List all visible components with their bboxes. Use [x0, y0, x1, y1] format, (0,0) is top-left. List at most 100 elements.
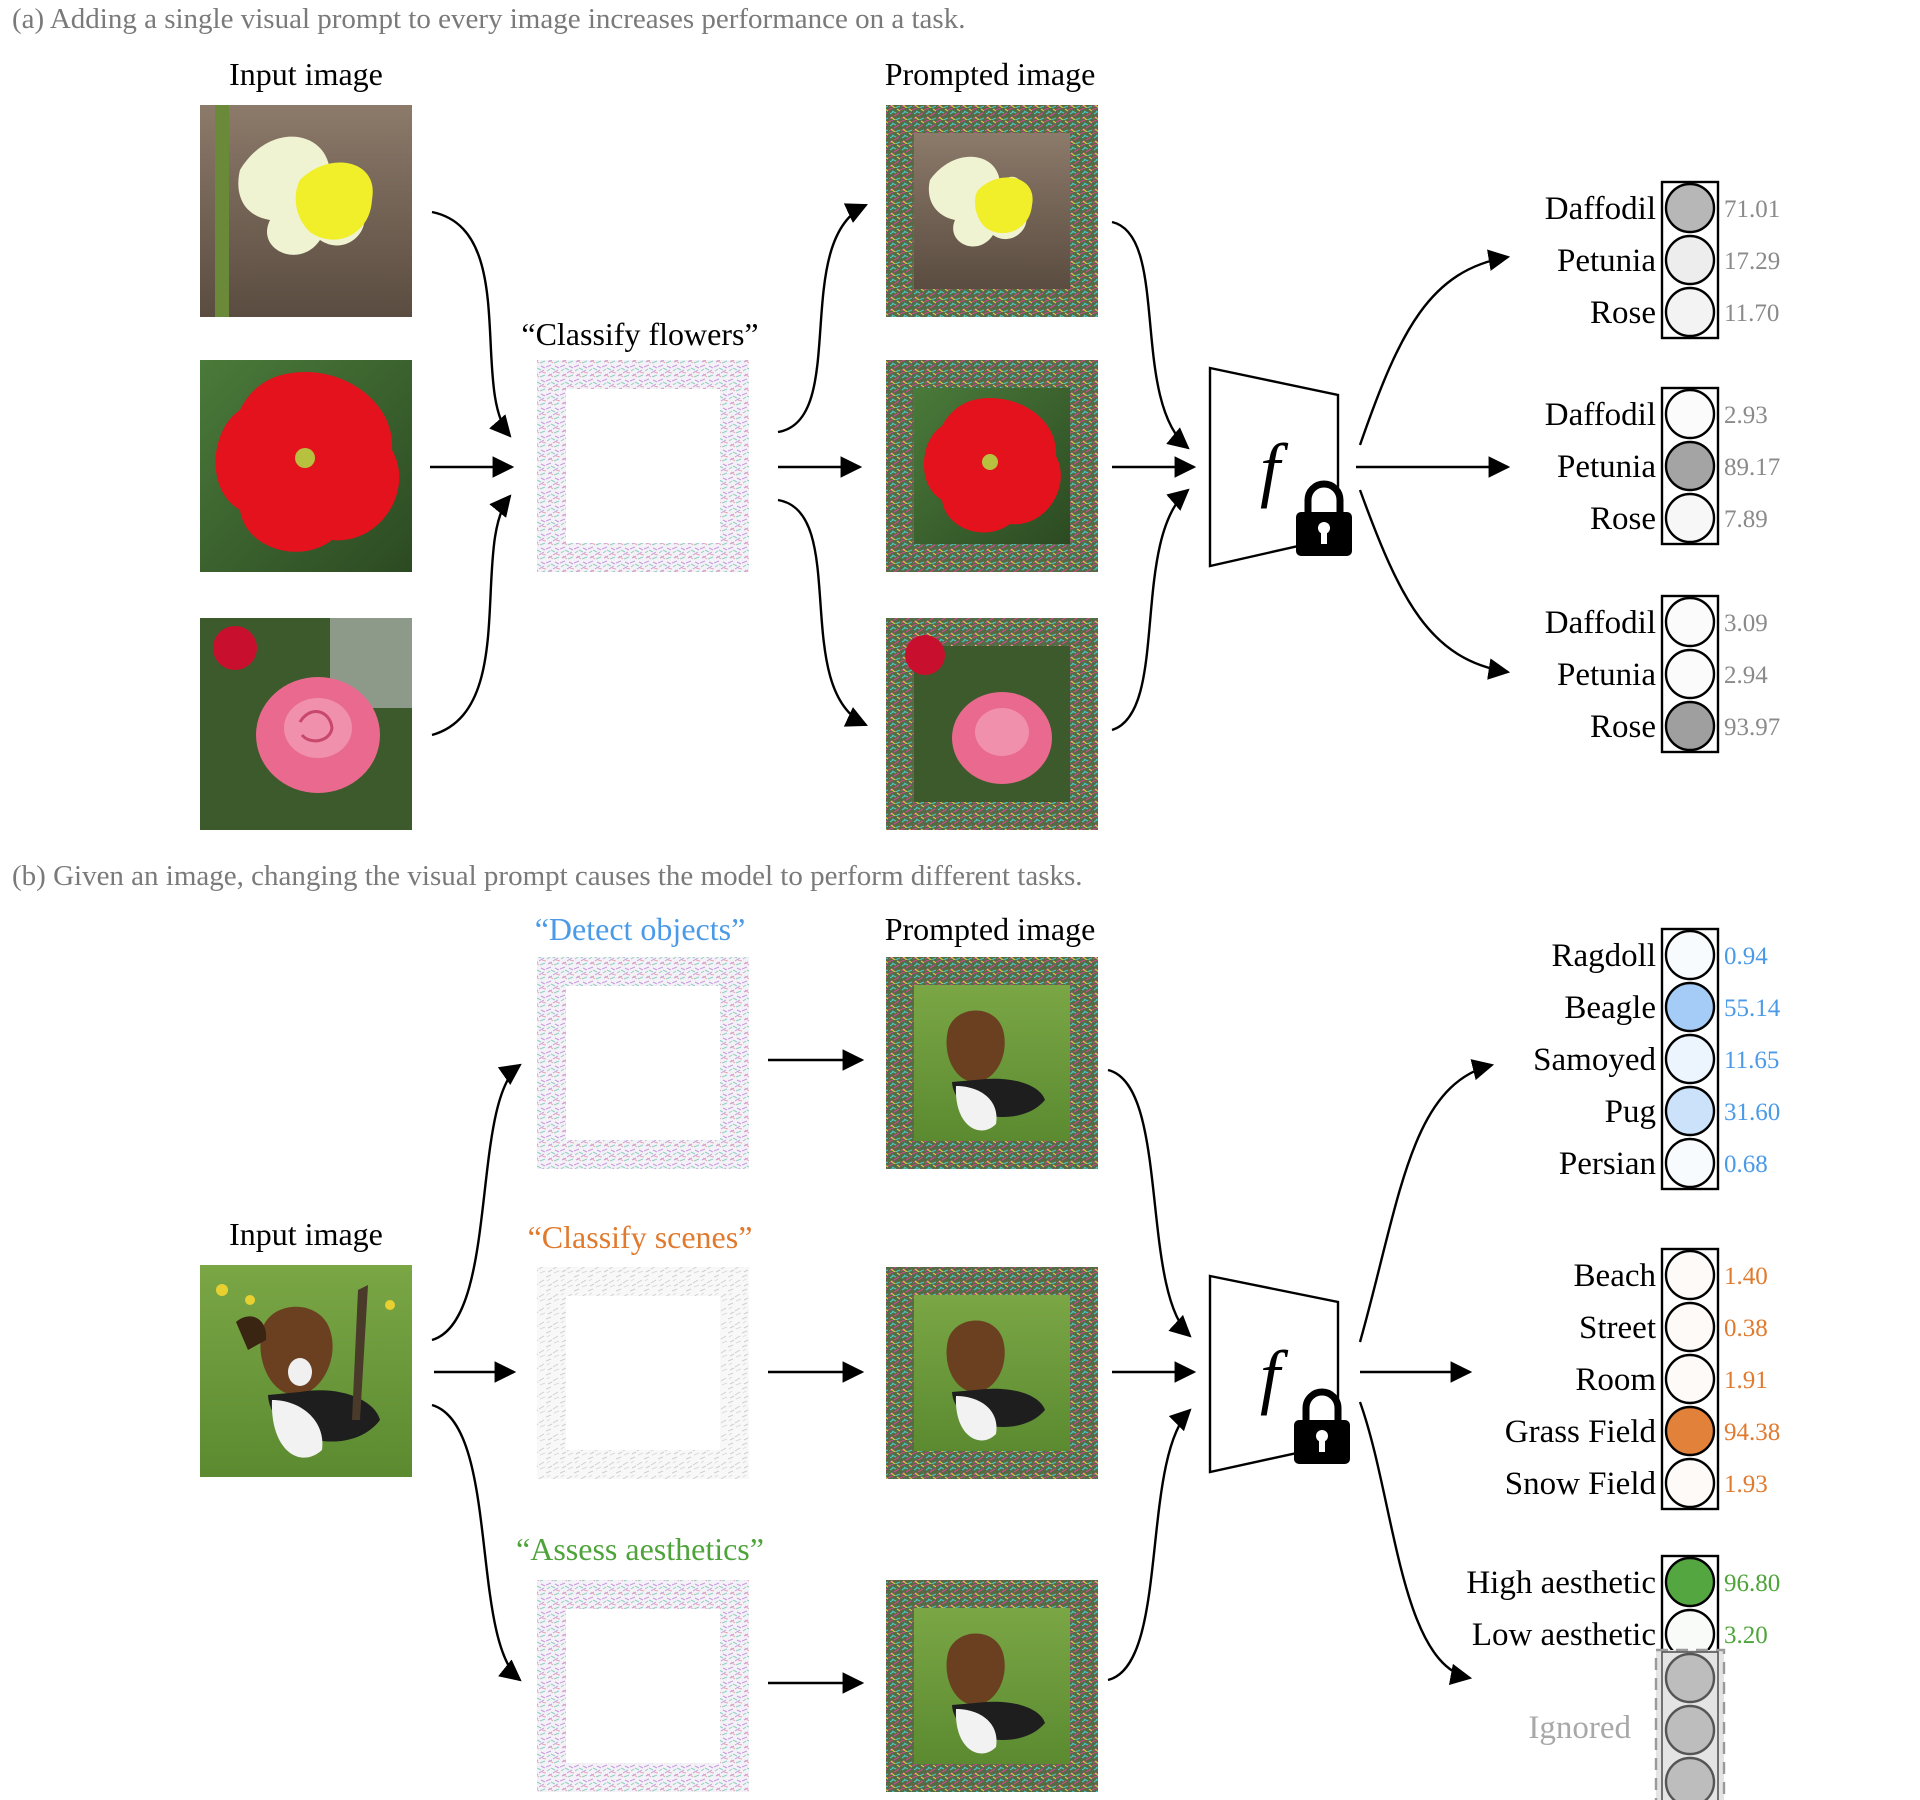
class-label: Rose	[1590, 501, 1656, 537]
class-label: Ragdoll	[1552, 938, 1657, 974]
ignored-label: Ignored	[1528, 1710, 1631, 1746]
class-label: Daffodil	[1545, 191, 1656, 227]
prompted-image-label-b: Prompted image	[885, 911, 1096, 947]
class-label: Daffodil	[1545, 397, 1656, 433]
score-value: 0.38	[1724, 1315, 1768, 1342]
class-label: Daffodil	[1545, 605, 1656, 641]
score-circle	[1664, 1085, 1716, 1137]
class-label: Rose	[1590, 709, 1656, 745]
score-circle	[1664, 388, 1716, 440]
visual-prompt-classify-scenes	[537, 1267, 749, 1479]
prompted-image-detect-objects	[886, 957, 1098, 1169]
score-circle	[1664, 700, 1716, 752]
task-label-detect-objects: “Detect objects”	[535, 911, 746, 947]
score-circle	[1664, 1137, 1716, 1189]
score-value: 31.60	[1724, 1099, 1780, 1126]
score-value: 1.93	[1724, 1471, 1768, 1498]
score-value: 1.91	[1724, 1367, 1768, 1394]
score-circle	[1664, 1405, 1716, 1457]
arrows-b	[431, 1049, 1495, 1694]
score-circle	[1664, 981, 1716, 1033]
visual-prompt-assess-aesthetics	[537, 1580, 749, 1792]
score-value: 93.97	[1724, 714, 1780, 741]
prompted-image-label-a: Prompted image	[885, 56, 1096, 92]
visual-prompt-flowers	[537, 360, 749, 572]
score-circle	[1664, 1353, 1716, 1405]
class-label: Snow Field	[1505, 1466, 1657, 1502]
class-label: Street	[1579, 1310, 1656, 1346]
class-label: Samoyed	[1533, 1042, 1656, 1078]
lock-icon	[1294, 1388, 1350, 1464]
output-column	[1660, 594, 1720, 754]
score-value: 94.38	[1724, 1419, 1780, 1446]
arrows-a	[430, 203, 1511, 737]
score-circle	[1664, 648, 1716, 700]
score-circle	[1664, 286, 1716, 338]
score-value: 96.80	[1724, 1570, 1780, 1597]
input-image-label-a: Input image	[229, 56, 383, 92]
input-image-label-b: Input image	[229, 1216, 383, 1252]
score-value: 11.65	[1724, 1047, 1779, 1074]
input-image-daffodil	[200, 105, 412, 317]
class-label: Beach	[1574, 1258, 1657, 1294]
input-image-rose	[200, 618, 412, 830]
prompted-image-daffodil	[886, 105, 1098, 317]
score-value: 3.09	[1724, 610, 1768, 637]
score-value: 0.94	[1724, 943, 1768, 970]
task-label-assess-aesthetics: “Assess aesthetics”	[516, 1531, 764, 1567]
class-label: Room	[1575, 1362, 1656, 1398]
score-circle	[1664, 1556, 1716, 1608]
class-label: Petunia	[1557, 657, 1656, 693]
class-label: Petunia	[1557, 243, 1656, 279]
input-image-petunia	[200, 360, 412, 572]
ignored-slots: Ignored	[1528, 1648, 1726, 1800]
score-value: 2.94	[1724, 662, 1768, 689]
class-label: Low aesthetic	[1472, 1617, 1656, 1653]
frozen-model-b: f	[1208, 1274, 1350, 1474]
score-value: 0.68	[1724, 1151, 1768, 1178]
output-column	[1660, 386, 1720, 546]
score-value: 89.17	[1724, 454, 1780, 481]
score-value: 7.89	[1724, 506, 1768, 533]
output-column	[1660, 927, 1720, 1191]
score-circle	[1664, 1457, 1716, 1509]
prompted-image-assess-aesthetics	[886, 1580, 1098, 1792]
lock-icon	[1296, 480, 1352, 556]
score-value: 11.70	[1724, 300, 1779, 327]
class-label: Persian	[1559, 1146, 1656, 1182]
ignored-circle	[1664, 1704, 1716, 1756]
score-circle	[1664, 1249, 1716, 1301]
caption-a: (a) Adding a single visual prompt to eve…	[12, 3, 965, 35]
visual-prompt-detect-objects	[537, 957, 749, 1169]
score-value: 17.29	[1724, 248, 1780, 275]
output-column	[1660, 180, 1720, 340]
ignored-circle	[1664, 1652, 1716, 1704]
score-circle	[1664, 492, 1716, 544]
frozen-model-a: f	[1208, 366, 1352, 568]
score-circle	[1664, 440, 1716, 492]
caption-b: (b) Given an image, changing the visual …	[12, 860, 1083, 892]
score-circle	[1664, 929, 1716, 981]
class-label: Rose	[1590, 295, 1656, 331]
score-value: 55.14	[1724, 995, 1781, 1022]
prompted-image-rose	[886, 618, 1098, 830]
score-circle	[1664, 596, 1716, 648]
score-circle	[1664, 1033, 1716, 1085]
class-label: Grass Field	[1505, 1414, 1657, 1450]
score-circle	[1664, 1301, 1716, 1353]
prompted-image-classify-scenes	[886, 1267, 1098, 1479]
class-label: Pug	[1605, 1094, 1656, 1130]
prompted-image-petunia	[886, 360, 1098, 572]
input-image-dog	[200, 1265, 412, 1477]
output-column	[1660, 1247, 1720, 1511]
score-value: 3.20	[1724, 1622, 1768, 1649]
score-value: 71.01	[1724, 196, 1780, 223]
score-value: 2.93	[1724, 402, 1768, 429]
